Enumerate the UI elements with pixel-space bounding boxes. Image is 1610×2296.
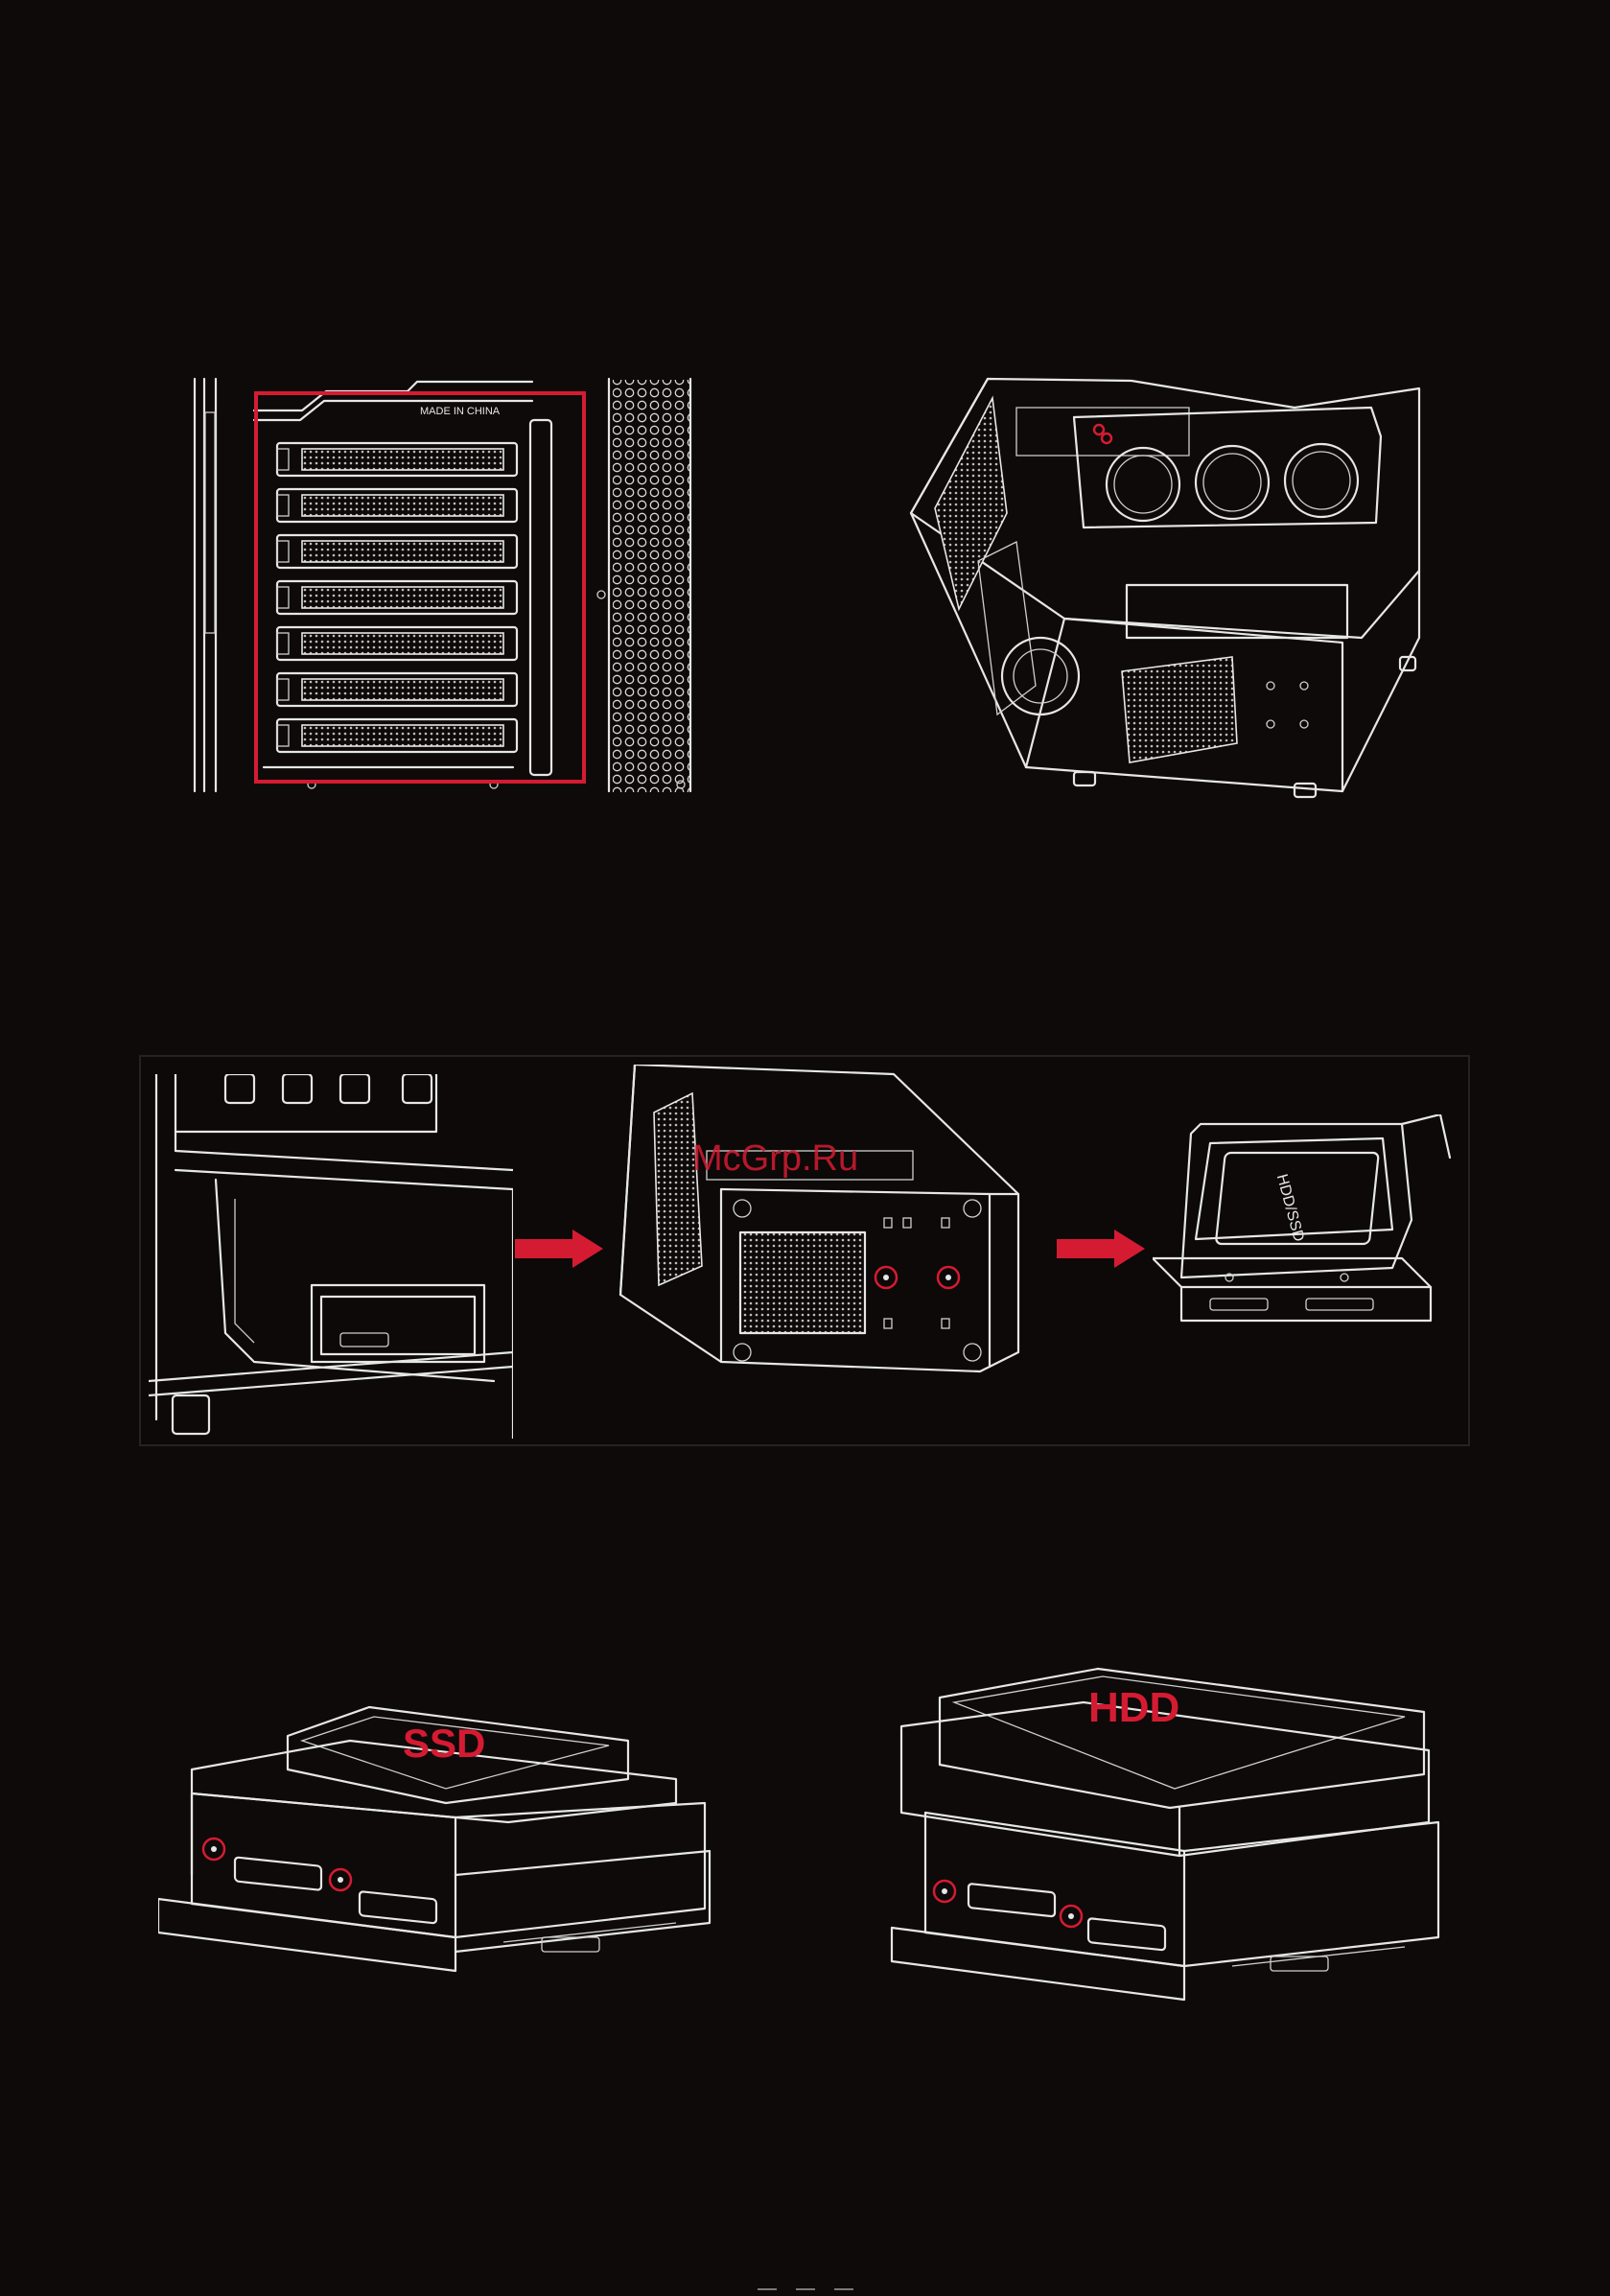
slot-covers <box>277 443 517 752</box>
hdd-label: HDD <box>1088 1684 1179 1731</box>
hdd-bracket-figure: HDD <box>887 1659 1443 2004</box>
radiator <box>1074 408 1381 527</box>
arrow-right-icon <box>1057 1230 1148 1268</box>
drive-bay-steps-panel: McGrp.Ru HDD/SSD <box>139 1055 1470 1446</box>
drive-bay-interior-figure <box>149 1074 513 1439</box>
hdd-ssd-label: HDD/SSD <box>1273 1172 1307 1243</box>
watermark-text: McGrp.Ru <box>692 1138 858 1179</box>
hdd-ssd-bracket-figure: HDD/SSD <box>1153 1114 1459 1373</box>
pci-slots-figure: MADE IN CHINA <box>187 374 700 796</box>
case-rear-figure: McGrp.Ru <box>616 1065 1038 1443</box>
case-radiator-figure <box>901 369 1424 801</box>
made-in-china-text: MADE IN CHINA <box>420 406 501 417</box>
page-footer-ticks <box>758 2279 863 2283</box>
ssd-bracket-figure: SSD <box>158 1698 714 2004</box>
ssd-label: SSD <box>403 1721 485 1766</box>
arrow-right-icon <box>515 1230 606 1268</box>
